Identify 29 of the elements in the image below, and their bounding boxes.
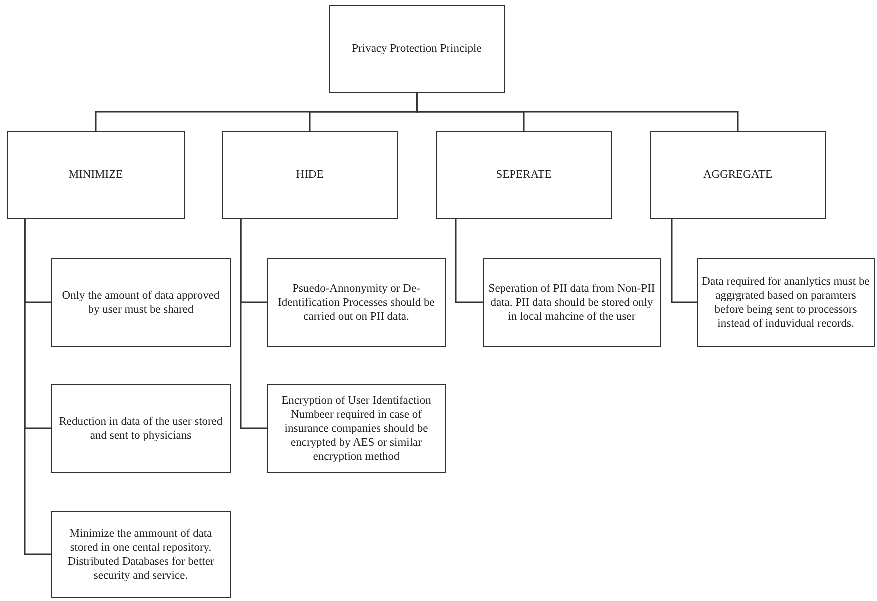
box-text: Psuedo-Annonymity or De-Identification Processes should be carried out on PII data.	[277, 282, 436, 324]
text-box	[483, 258, 661, 347]
text-box	[51, 258, 231, 347]
text-box	[7, 131, 185, 219]
text-box	[267, 384, 446, 473]
text-box	[51, 511, 231, 598]
text-box	[650, 131, 826, 219]
category-label: HIDE	[296, 168, 324, 182]
connector-line	[240, 219, 267, 430]
text-box	[329, 5, 505, 93]
text-box	[697, 258, 875, 347]
box-text: Only the amount of data approved by user must be shared	[61, 288, 221, 316]
text-box	[222, 131, 398, 219]
text-box	[51, 384, 231, 473]
connector-line	[24, 219, 51, 556]
text-box	[436, 131, 612, 219]
box-text: Minimize the ammount of data stored in one cental repository. Distributed Databases for better security and service.	[66, 526, 216, 582]
box-text: Seperation of PII data from Non-PII data. PII data should be stored only in local mahcine of the user	[488, 282, 656, 324]
connector-line	[455, 219, 483, 304]
box-text: Privacy Protection Principle	[352, 42, 482, 56]
category-label: AGGREGATE	[704, 168, 772, 182]
category-label: MINIMIZE	[68, 168, 124, 182]
box-text: Reduction in data of the user stored and sent to physicians	[58, 414, 224, 442]
connector-line	[416, 93, 739, 131]
category-label: SEPERATE	[496, 168, 552, 182]
box-text: Data required for ananlytics must be aggrgrated based on paramters before being sent to processors instead of induvidual records.	[702, 274, 870, 330]
connector-line	[671, 219, 697, 304]
box-text: Encryption of User Identifaction Numbeer required in case of insurance companies should be encrypted by AES or similar encryption method	[280, 394, 432, 464]
text-box	[267, 258, 446, 347]
